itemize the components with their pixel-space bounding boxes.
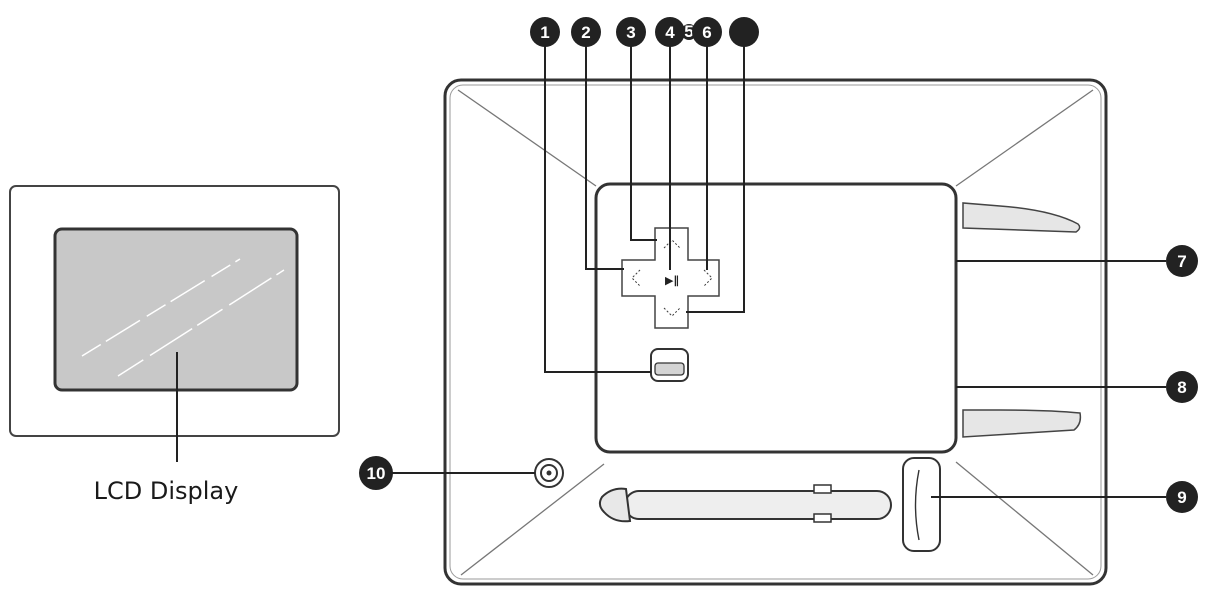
- leader-line-2: [585, 42, 624, 270]
- callout-label: 8: [1177, 378, 1186, 397]
- callout-badge: [655, 17, 685, 47]
- callout-label: 3: [626, 23, 635, 42]
- stand-clip-top: [813, 484, 832, 494]
- callout-label: 4: [665, 23, 675, 42]
- back-frame-inner-edge: [449, 84, 1102, 580]
- rear-panel: [594, 182, 958, 454]
- bevel-top-right: [955, 89, 1094, 187]
- leader-lines: [392, 42, 1166, 498]
- leader-line-1: [544, 42, 651, 373]
- callout-3: 3: [616, 17, 646, 47]
- bevel-top-left: [457, 89, 597, 187]
- leader-line-5: [686, 42, 745, 313]
- callout-badge: [530, 17, 560, 47]
- bevel-bottom-right: [955, 461, 1094, 576]
- callout-label: 2: [581, 23, 590, 42]
- stand-bar: [624, 490, 892, 520]
- callout-badge: [571, 17, 601, 47]
- callout-badge: [692, 17, 722, 47]
- callout-badge: [729, 17, 759, 47]
- navigation-pad: [621, 227, 720, 329]
- callout-4: 4: [655, 17, 685, 47]
- stand-clip-bottom: [813, 513, 832, 523]
- back-view: ▶∥: [443, 78, 1108, 586]
- callout-8: 8: [1166, 371, 1198, 403]
- callout-6: 6: [692, 17, 722, 47]
- screen-glare-2: [117, 269, 285, 377]
- callout-label: 9: [1177, 488, 1186, 507]
- play-pause-icon: ▶∥: [665, 274, 679, 287]
- callout-2: 2: [571, 17, 601, 47]
- front-view: LCD Display: [9, 185, 340, 505]
- callout-label: 1: [540, 23, 549, 42]
- stand-holder-groove: [914, 469, 920, 541]
- callouts: 1 2 3 4 5 6 7 8: [359, 17, 1198, 513]
- callout-badge: [1166, 371, 1198, 403]
- dc-jack-pin: [546, 470, 552, 476]
- callout-10: 10: [359, 456, 393, 490]
- callout-badge: [616, 17, 646, 47]
- callout-badge: [1166, 245, 1198, 277]
- callout-7: 7: [1166, 245, 1198, 277]
- stand-cap: [598, 487, 632, 523]
- power-switch-slider: [654, 362, 685, 376]
- leader-line-3: [630, 42, 657, 241]
- callout-label: 5: [684, 22, 693, 41]
- callout-badge: [359, 456, 393, 490]
- callout-1: 1: [530, 17, 560, 47]
- bevel-bottom-left: [460, 463, 605, 576]
- lcd-display-caption: LCD Display: [94, 477, 239, 505]
- callout-label: 6: [702, 23, 711, 42]
- callout-label: 7: [1177, 252, 1186, 271]
- side-slot-lower: [962, 409, 1082, 438]
- callout-label: 10: [367, 464, 386, 483]
- callout-9: 9: [1166, 481, 1198, 513]
- stand-holder: [902, 457, 941, 552]
- screen-glare-1: [81, 258, 241, 357]
- callout-unlabeled: [729, 17, 759, 47]
- callout-badge: [1166, 481, 1198, 513]
- side-slot-upper: [962, 202, 1081, 233]
